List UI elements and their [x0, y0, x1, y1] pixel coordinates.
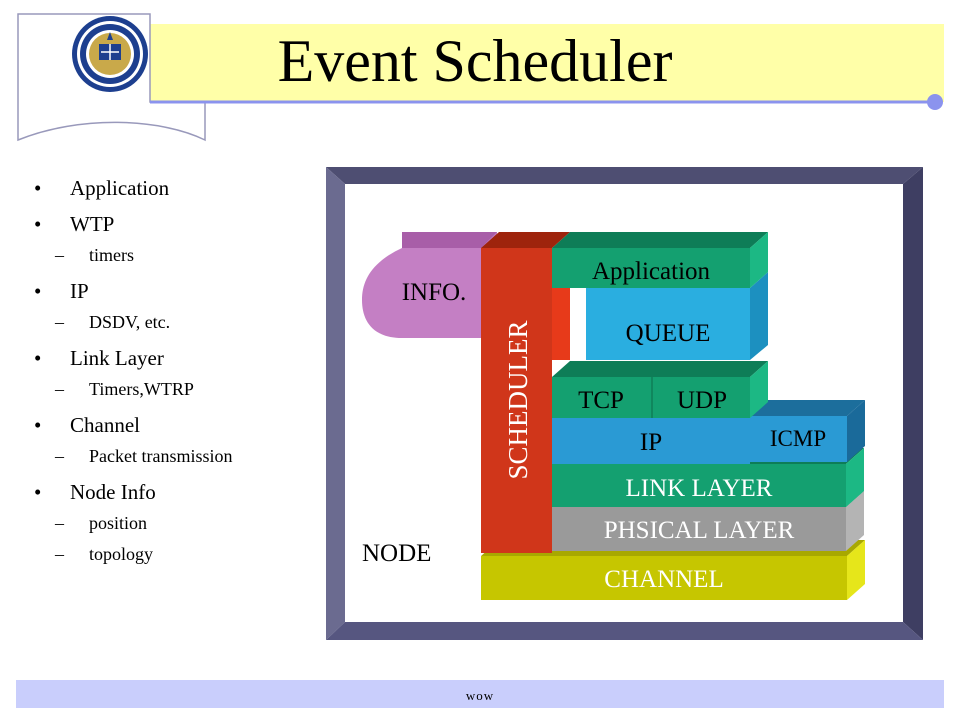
scheduler-bar [481, 232, 570, 553]
sub-bullet-dash-icon: – [55, 379, 64, 399]
bullet-item: • IP [34, 279, 314, 303]
bullet-dot-icon: • [34, 279, 42, 303]
bullet-dot-icon: • [34, 346, 42, 370]
sub-bullet-dash-icon: – [55, 544, 64, 564]
info-box [362, 232, 497, 338]
footer-bar [16, 680, 944, 708]
sub-bullet-item: – position [34, 512, 314, 535]
bullet-list: •Application•WTP–timers•IP–DSDV, etc.•Li… [34, 176, 314, 578]
node-frame [326, 167, 923, 640]
transport-layer [552, 361, 768, 418]
info-label: INFO. [402, 279, 467, 306]
channel-label: CHANNEL [604, 566, 723, 593]
bullet-dot-icon: • [34, 176, 42, 200]
bullet-item: • Node Info [34, 480, 314, 504]
sub-bullet-item: – Timers,WTRP [34, 378, 314, 401]
bullet-text: WTP [70, 212, 115, 236]
link-layer-label: LINK LAYER [626, 475, 773, 502]
sub-bullet-text: timers [89, 245, 134, 265]
bullet-dot-icon: • [34, 413, 42, 437]
sub-bullet-text: Packet transmission [89, 446, 233, 466]
bullet-text: Link Layer [70, 346, 164, 370]
sub-bullet-dash-icon: – [55, 245, 64, 265]
footer-text: wow [465, 688, 495, 703]
bullet-text: Application [70, 176, 170, 200]
icmp-label: ICMP [770, 426, 826, 451]
sub-bullet-text: topology [89, 544, 154, 564]
bullet-text: Node Info [70, 480, 156, 504]
application-label: Application [592, 258, 711, 285]
sub-bullet-item: – topology [34, 543, 314, 566]
icmp-box [750, 400, 865, 462]
sub-bullet-dash-icon: – [55, 513, 64, 533]
bullet-dot-icon: • [34, 212, 42, 236]
queue-box [552, 272, 768, 360]
sub-bullet-text: DSDV, etc. [89, 312, 171, 332]
physical-layer-label: PHSICAL LAYER [604, 517, 795, 544]
sub-bullet-dash-icon: – [55, 446, 64, 466]
university-seal-icon [72, 16, 148, 92]
sub-bullet-text: Timers,WTRP [89, 379, 194, 399]
slide-title: Event Scheduler [277, 28, 673, 94]
sub-bullet-item: – DSDV, etc. [34, 311, 314, 334]
bullet-dot-icon: • [34, 480, 42, 504]
ip-label: IP [640, 429, 662, 456]
sub-bullet-dash-icon: – [55, 312, 64, 332]
sub-bullet-item: – timers [34, 244, 314, 267]
sub-bullet-item: – Packet transmission [34, 445, 314, 468]
bullet-item: • Link Layer [34, 346, 314, 370]
bullet-text: IP [70, 279, 89, 303]
title-bar [150, 24, 944, 102]
sub-bullet-text: position [89, 513, 148, 533]
bullet-item: • Channel [34, 413, 314, 437]
bullet-item: • WTP [34, 212, 314, 236]
queue-label: QUEUE [626, 320, 711, 347]
application-layer [552, 232, 768, 288]
scheduler-label: SCHEDULER [503, 320, 533, 479]
bullet-text: Channel [70, 413, 140, 437]
node-label: NODE [362, 540, 431, 567]
tcp-label: TCP [578, 387, 624, 414]
udp-label: UDP [677, 387, 727, 414]
bullet-item: • Application [34, 176, 314, 200]
